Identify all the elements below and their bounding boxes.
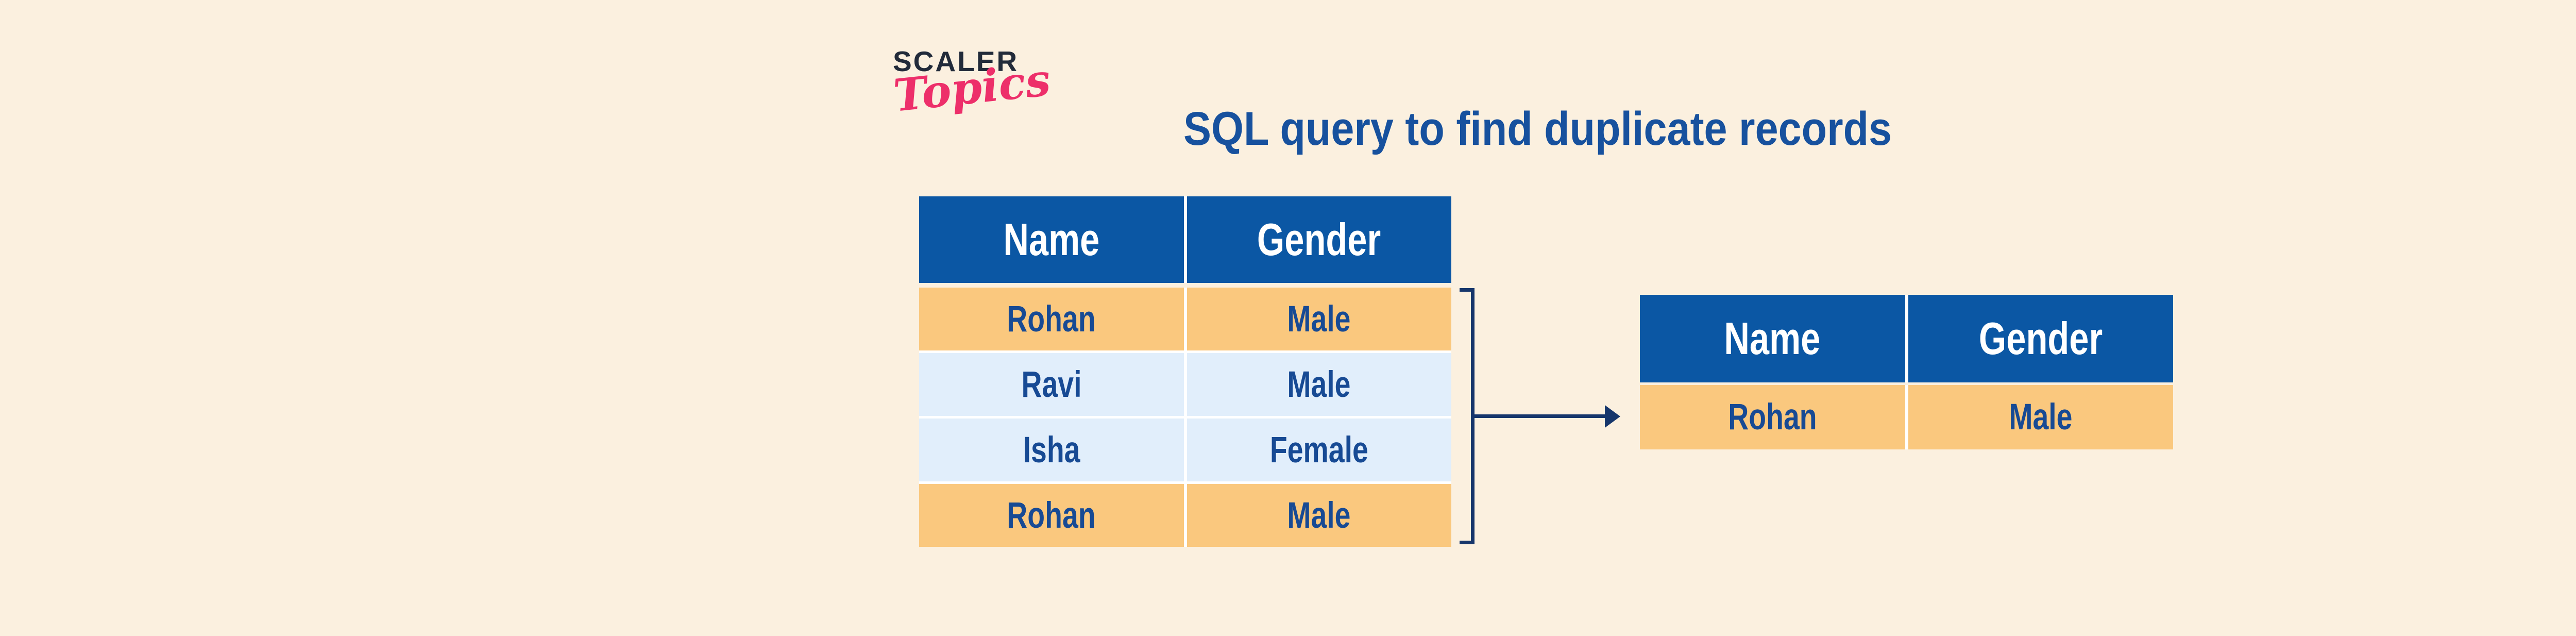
scaler-topics-logo: SCALER Topics: [891, 45, 1053, 122]
table-row: Isha Female: [919, 419, 1451, 481]
source-table-header-name: Name: [919, 196, 1184, 283]
cell-name: Rohan: [1640, 385, 1905, 449]
table-row: Ravi Male: [919, 353, 1451, 416]
cell-value: Male: [1287, 298, 1351, 340]
cell-gender: Male: [1187, 288, 1451, 350]
cell-value: Rohan: [1007, 298, 1096, 340]
result-table: Name Gender Rohan Male: [1640, 295, 2173, 449]
bracket-top-tick: [1460, 288, 1475, 292]
flow-arrow-head-icon: [1605, 405, 1620, 428]
source-table-header-row: Name Gender: [919, 196, 1451, 283]
cell-gender: Female: [1187, 419, 1451, 481]
cell-value: Ravi: [1021, 364, 1082, 405]
result-table-body: Rohan Male: [1640, 385, 2173, 449]
table-row-duplicate: Rohan Male: [919, 484, 1451, 547]
table-row-duplicate: Rohan Male: [919, 288, 1451, 350]
flow-arrow-shaft: [1475, 414, 1605, 418]
source-table: Name Gender Rohan Male Ravi Male Isha: [919, 196, 1451, 547]
column-header-label: Name: [1003, 214, 1100, 265]
column-header-label: Name: [1724, 313, 1821, 364]
source-table-header-gender: Gender: [1187, 196, 1451, 283]
cell-value: Male: [1287, 495, 1351, 536]
cell-gender: Male: [1187, 484, 1451, 547]
source-table-body: Rohan Male Ravi Male Isha Female Rohan: [919, 288, 1451, 547]
cell-gender: Male: [1908, 385, 2173, 449]
page-title: SQL query to find duplicate records: [1183, 103, 1892, 155]
result-table-header-row: Name Gender: [1640, 295, 2173, 382]
cell-value: Rohan: [1007, 495, 1096, 536]
cell-value: Female: [1269, 429, 1368, 471]
logo-brand-text: SCALER: [893, 45, 1019, 77]
duplicate-rows-bracket: [1471, 288, 1475, 544]
cell-gender: Male: [1187, 353, 1451, 416]
cell-name: Isha: [919, 419, 1184, 481]
cell-value: Male: [2009, 397, 2073, 438]
cell-value: Male: [1287, 364, 1351, 405]
result-table-header-name: Name: [1640, 295, 1905, 382]
cell-name: Ravi: [919, 353, 1184, 416]
table-row-duplicate: Rohan Male: [1640, 385, 2173, 449]
cell-name: Rohan: [919, 484, 1184, 547]
cell-value: Isha: [1023, 429, 1080, 471]
result-table-header-gender: Gender: [1908, 295, 2173, 382]
bracket-bottom-tick: [1460, 541, 1475, 544]
column-header-label: Gender: [1978, 313, 2103, 364]
cell-name: Rohan: [919, 288, 1184, 350]
cell-value: Rohan: [1728, 397, 1817, 438]
column-header-label: Gender: [1257, 214, 1381, 265]
